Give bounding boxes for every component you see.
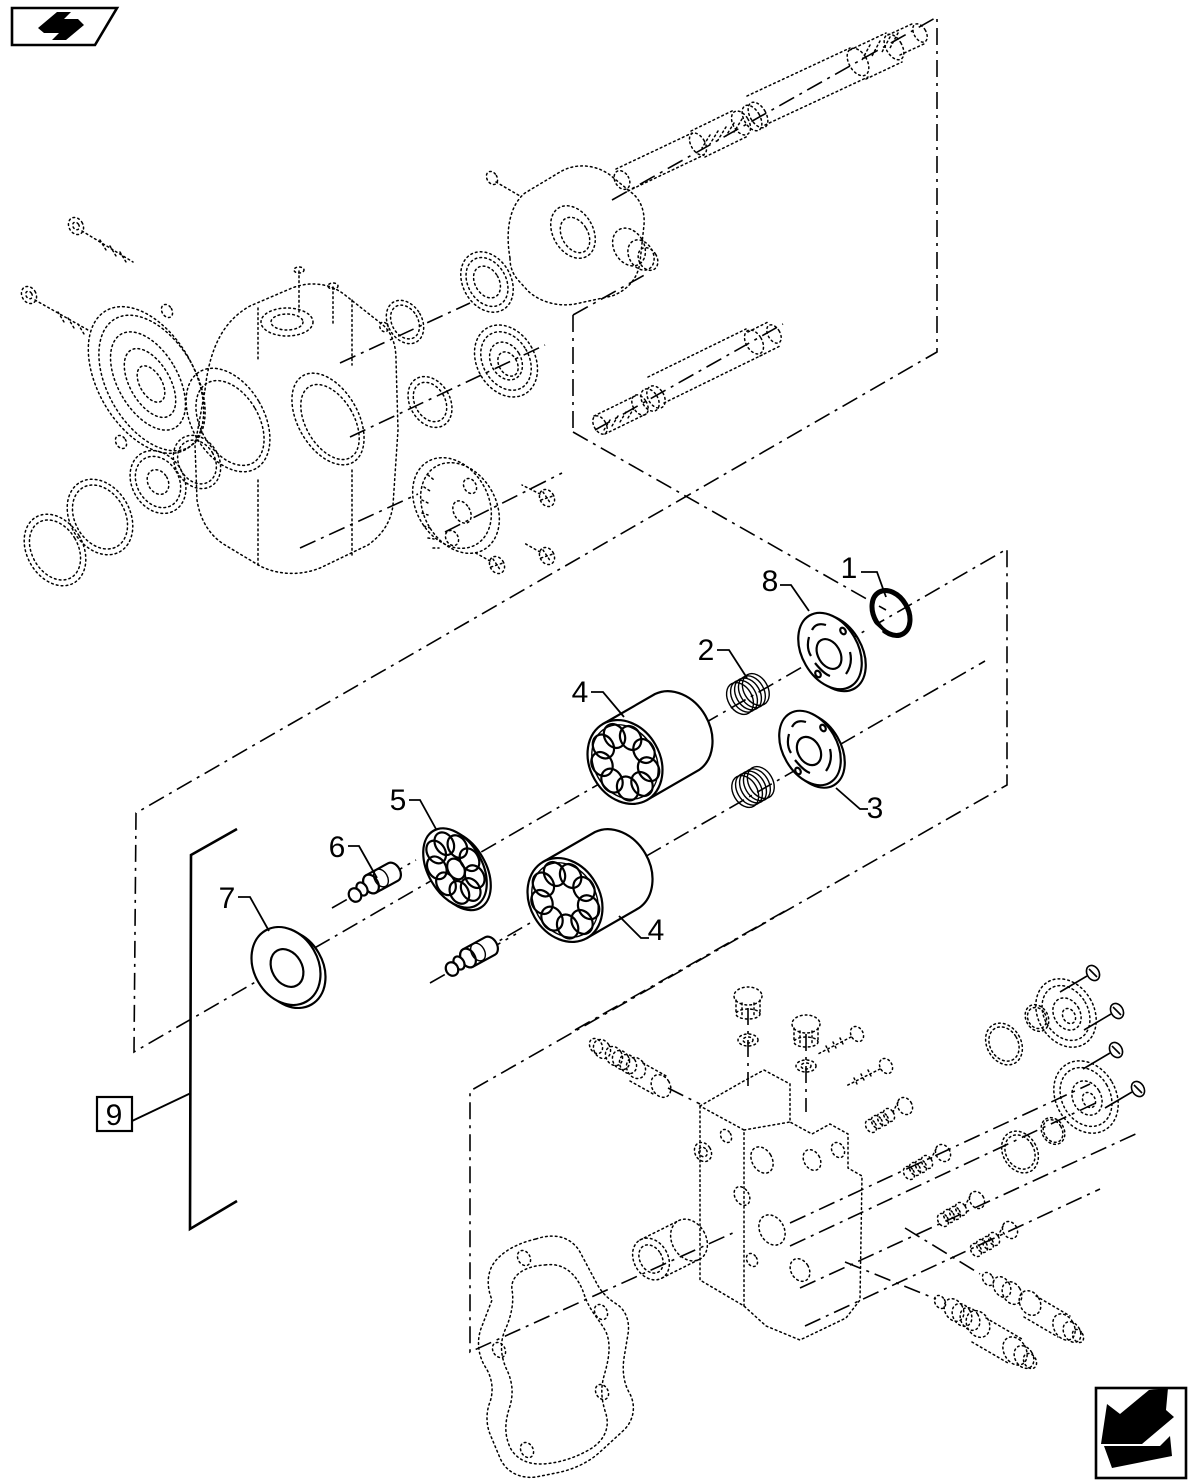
pump-shafts-phantom xyxy=(592,22,928,435)
plug-axis xyxy=(574,910,786,1031)
flange-screw-phantom xyxy=(20,285,89,335)
callout-label-6-6: 6 xyxy=(329,831,346,864)
piston-b-axis xyxy=(429,933,517,984)
lower-row-axis xyxy=(451,660,986,969)
washer-phantom xyxy=(407,375,453,429)
callout-label-8-1: 8 xyxy=(762,565,779,598)
snap-ring-1 xyxy=(866,588,913,638)
callout-label-3-4: 3 xyxy=(867,792,884,825)
piston-6-upper xyxy=(347,861,402,903)
cylinder-block-4-upper xyxy=(586,690,714,806)
retainer-plate-5 xyxy=(422,827,492,912)
snapring-axis xyxy=(339,302,471,364)
bearing-phantom xyxy=(460,251,514,313)
valve-screws-axis-3 xyxy=(799,1131,1141,1289)
callout-leader-5 xyxy=(409,799,437,830)
cover-screw xyxy=(1104,1080,1146,1109)
front-cover-phantom xyxy=(87,303,206,455)
rotating-group-parts xyxy=(250,588,913,1010)
valve-screws-axis-1 xyxy=(789,1083,1091,1224)
piston-6-lower xyxy=(444,935,499,977)
solenoid-3-axis xyxy=(667,1087,701,1105)
boundary-staircase xyxy=(133,15,1008,1354)
hex-screw-phantom xyxy=(845,1057,894,1087)
solenoid-2-axis xyxy=(844,1261,937,1300)
callout-label-1-0: 1 xyxy=(841,552,858,585)
callout-leader-4 xyxy=(618,915,649,939)
back-arrow-icon xyxy=(38,12,84,40)
plug-phantom xyxy=(791,1014,821,1073)
callout-label-5-5: 5 xyxy=(390,784,407,817)
callout-leader-3 xyxy=(835,787,868,810)
solenoid-1-axis xyxy=(904,1227,981,1275)
axis-upper-corner xyxy=(572,272,649,316)
gerotor-coupler-phantom xyxy=(411,456,501,555)
snap-ring-phantom xyxy=(23,513,87,587)
valve-plate-8 xyxy=(797,611,867,693)
group-9-bracket xyxy=(188,827,238,1232)
flange-screw-phantom xyxy=(67,216,134,263)
callout-label-4-8: 4 xyxy=(648,914,665,947)
spring-2-lower xyxy=(731,765,775,809)
return-arrow-icon xyxy=(1101,1388,1174,1444)
pump-housing-phantom xyxy=(185,266,399,575)
callout-leader-4 xyxy=(591,691,625,718)
callout-box-9 xyxy=(95,1095,134,1133)
hex-screw-phantom xyxy=(817,1025,865,1055)
valve-screws-axis-2 xyxy=(789,1100,1101,1247)
driveshaft-axis xyxy=(572,431,887,611)
washer-7 xyxy=(250,925,327,1010)
valve-screw-phantom xyxy=(864,1096,914,1134)
callout-label-9-9: 9 xyxy=(106,1099,123,1132)
callout-leader-6 xyxy=(348,845,378,879)
sensor-cover-phantom xyxy=(1035,978,1097,1048)
bearing-phantom xyxy=(473,324,539,398)
pump-housing-assembly-phantom xyxy=(20,165,659,587)
valve-screw-phantom xyxy=(902,1143,952,1181)
charge-pump-phantom xyxy=(485,165,659,306)
callout-leader-7 xyxy=(238,896,270,932)
lower-shaft-phantom xyxy=(592,321,782,435)
plug-phantom xyxy=(733,986,763,1047)
callout-leader-1 xyxy=(861,571,887,598)
prev-page-button[interactable] xyxy=(10,6,120,47)
cover-screw xyxy=(1082,1041,1124,1070)
cover-screw xyxy=(1059,964,1101,993)
cover-screws xyxy=(1059,964,1146,1109)
bushing-phantom xyxy=(631,1218,709,1281)
section-boundary-lines xyxy=(133,15,1141,1354)
gasket-phantom xyxy=(477,1235,635,1479)
next-page-button[interactable] xyxy=(1094,1386,1188,1480)
valve-block-phantom xyxy=(693,1069,863,1341)
snap-ring-phantom xyxy=(66,478,134,556)
callout-leader-8 xyxy=(780,584,810,612)
callout-leader-2 xyxy=(717,649,748,679)
sensor-cover-phantom xyxy=(1053,1060,1119,1134)
callout-label-7-7: 7 xyxy=(219,882,236,915)
housing-lower-axis xyxy=(299,493,419,549)
return-arrow-base-icon xyxy=(1104,1436,1172,1468)
callout-label-4-3: 4 xyxy=(572,676,589,709)
spring-2 xyxy=(725,672,770,716)
valve-block-assembly-phantom xyxy=(477,978,1119,1479)
callout-leader-9 xyxy=(131,1092,192,1122)
gerotor-screws-phantom xyxy=(473,484,556,575)
valve-plate-3 xyxy=(778,709,846,789)
valve-screw-phantom xyxy=(936,1190,986,1228)
solenoid-valve-phantom xyxy=(933,1294,1038,1370)
callout-layer: 1 8 2 4 3 5 6 7 4 9 xyxy=(95,552,887,1133)
lower-shaft-axis xyxy=(594,323,784,431)
cylinder-block-4-lower xyxy=(526,828,654,944)
callout-label-2-2: 2 xyxy=(698,634,715,667)
upper-shaft-phantom xyxy=(613,22,928,192)
solenoid-valve-phantom xyxy=(981,1271,1085,1344)
valve-screw-phantom xyxy=(969,1220,1019,1258)
shaft-snap-ring-phantom xyxy=(378,299,425,345)
solenoid-valve-phantom xyxy=(588,1037,672,1099)
gear-phantom xyxy=(129,449,187,515)
cover-screw xyxy=(1083,1002,1125,1031)
gerotor-axis xyxy=(444,472,563,533)
o-ring-phantom xyxy=(984,1003,1066,1174)
